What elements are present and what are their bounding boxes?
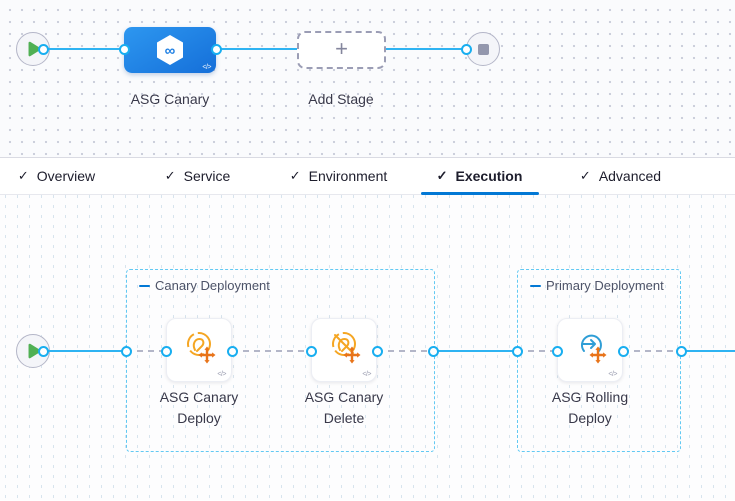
step-card-asg-rolling-deploy[interactable]: </> — [557, 318, 623, 382]
yaml-code-icon[interactable]: </> — [202, 64, 211, 71]
step3-left-port[interactable] — [551, 345, 563, 357]
exec-link[interactable] — [433, 350, 517, 352]
step-card-asg-canary-delete[interactable]: </> — [311, 318, 377, 382]
group1-left-port[interactable] — [120, 345, 132, 357]
check-icon: ✓ — [289, 168, 301, 183]
group-label-primary[interactable]: Primary Deployment — [530, 278, 664, 293]
group2-right-port[interactable] — [675, 345, 687, 357]
step-label-asg-canary-deploy[interactable]: ASG Canary Deploy — [159, 389, 239, 426]
step3-right-port[interactable] — [617, 345, 629, 357]
active-tab-underline — [420, 192, 539, 195]
tab-environment[interactable]: ✓ Environment — [268, 158, 409, 194]
stage-link-start[interactable] — [43, 48, 124, 50]
step-card-asg-canary-deploy[interactable]: </> — [166, 318, 232, 382]
step2-left-port[interactable] — [305, 345, 317, 357]
group2-left-port[interactable] — [511, 345, 523, 357]
step1-left-port[interactable] — [160, 345, 172, 357]
yaml-code-icon[interactable]: </> — [608, 371, 617, 378]
tab-service[interactable]: ✓ Service — [127, 158, 268, 194]
play-icon — [28, 41, 41, 57]
yaml-code-icon[interactable]: </> — [217, 371, 226, 378]
tab-label: Execution — [455, 168, 523, 184]
stage-link-end[interactable] — [386, 48, 466, 50]
tab-overview[interactable]: ✓ Overview — [0, 158, 127, 194]
exec-link-dashed[interactable] — [126, 350, 166, 352]
group-name: Primary Deployment — [546, 278, 664, 293]
step-label-asg-rolling-deploy[interactable]: ASG Rolling Deploy — [551, 389, 629, 426]
start-port[interactable] — [37, 345, 49, 357]
stop-icon — [477, 43, 489, 55]
exec-link-dashed[interactable] — [377, 350, 433, 352]
asg-rolling-deploy-icon — [572, 328, 610, 366]
plus-icon: + — [335, 36, 348, 61]
infinity-glyph: ∞ — [165, 43, 176, 60]
stage-right-port[interactable] — [210, 43, 222, 55]
start-node-port[interactable] — [37, 43, 49, 55]
step1-right-port[interactable] — [226, 345, 238, 357]
play-icon — [28, 343, 41, 359]
tab-label: Overview — [36, 168, 96, 184]
tab-label: Service — [183, 168, 231, 184]
add-stage-button[interactable]: + — [297, 31, 386, 69]
group1-right-port[interactable] — [427, 345, 439, 357]
stage-link-mid[interactable] — [216, 48, 297, 50]
asg-canary-delete-icon — [326, 328, 364, 366]
exec-link-dashed[interactable] — [623, 350, 681, 352]
group-label-canary[interactable]: Canary Deployment — [139, 278, 270, 293]
exec-link[interactable] — [681, 350, 735, 352]
stage-card-asg-canary[interactable]: ∞ </> — [124, 27, 216, 73]
tab-execution[interactable]: ✓ Execution — [409, 158, 550, 195]
collapse-icon[interactable] — [139, 284, 150, 287]
tab-label: Environment — [308, 168, 388, 184]
stage-config-tabs: ✓ Overview ✓ Service ✓ Environment ✓ Exe… — [0, 157, 735, 195]
step-group-primary-deployment[interactable]: Primary Deployment — [517, 269, 681, 452]
add-stage-label[interactable]: Add Stage — [308, 91, 374, 107]
end-node-port[interactable] — [460, 43, 472, 55]
exec-link-dashed[interactable] — [517, 350, 557, 352]
stage-name-label[interactable]: ASG Canary — [130, 91, 210, 107]
stage-canvas: ∞ </> ASG Canary + Add Stage — [0, 0, 735, 157]
step-group-canary-deployment[interactable]: Canary Deployment — [126, 269, 435, 452]
step2-right-port[interactable] — [371, 345, 383, 357]
exec-link-dashed[interactable] — [232, 350, 311, 352]
tab-label: Advanced — [598, 168, 662, 184]
exec-link[interactable] — [43, 350, 126, 352]
stage-left-port[interactable] — [118, 43, 130, 55]
group-name: Canary Deployment — [155, 278, 270, 293]
asg-canary-deploy-icon — [181, 328, 219, 366]
cd-stage-hexagon-icon: ∞ — [157, 35, 183, 65]
yaml-code-icon[interactable]: </> — [362, 371, 371, 378]
pipeline-end-node[interactable] — [466, 32, 500, 66]
step-label-asg-canary-delete[interactable]: ASG Canary Delete — [304, 389, 384, 426]
check-icon: ✓ — [17, 168, 29, 183]
execution-canvas: Canary Deployment Primary Deployment — [0, 195, 735, 500]
collapse-icon[interactable] — [530, 284, 541, 287]
check-icon: ✓ — [579, 168, 591, 183]
check-icon: ✓ — [436, 168, 448, 183]
tab-advanced[interactable]: ✓ Advanced — [550, 158, 691, 194]
check-icon: ✓ — [164, 168, 176, 183]
